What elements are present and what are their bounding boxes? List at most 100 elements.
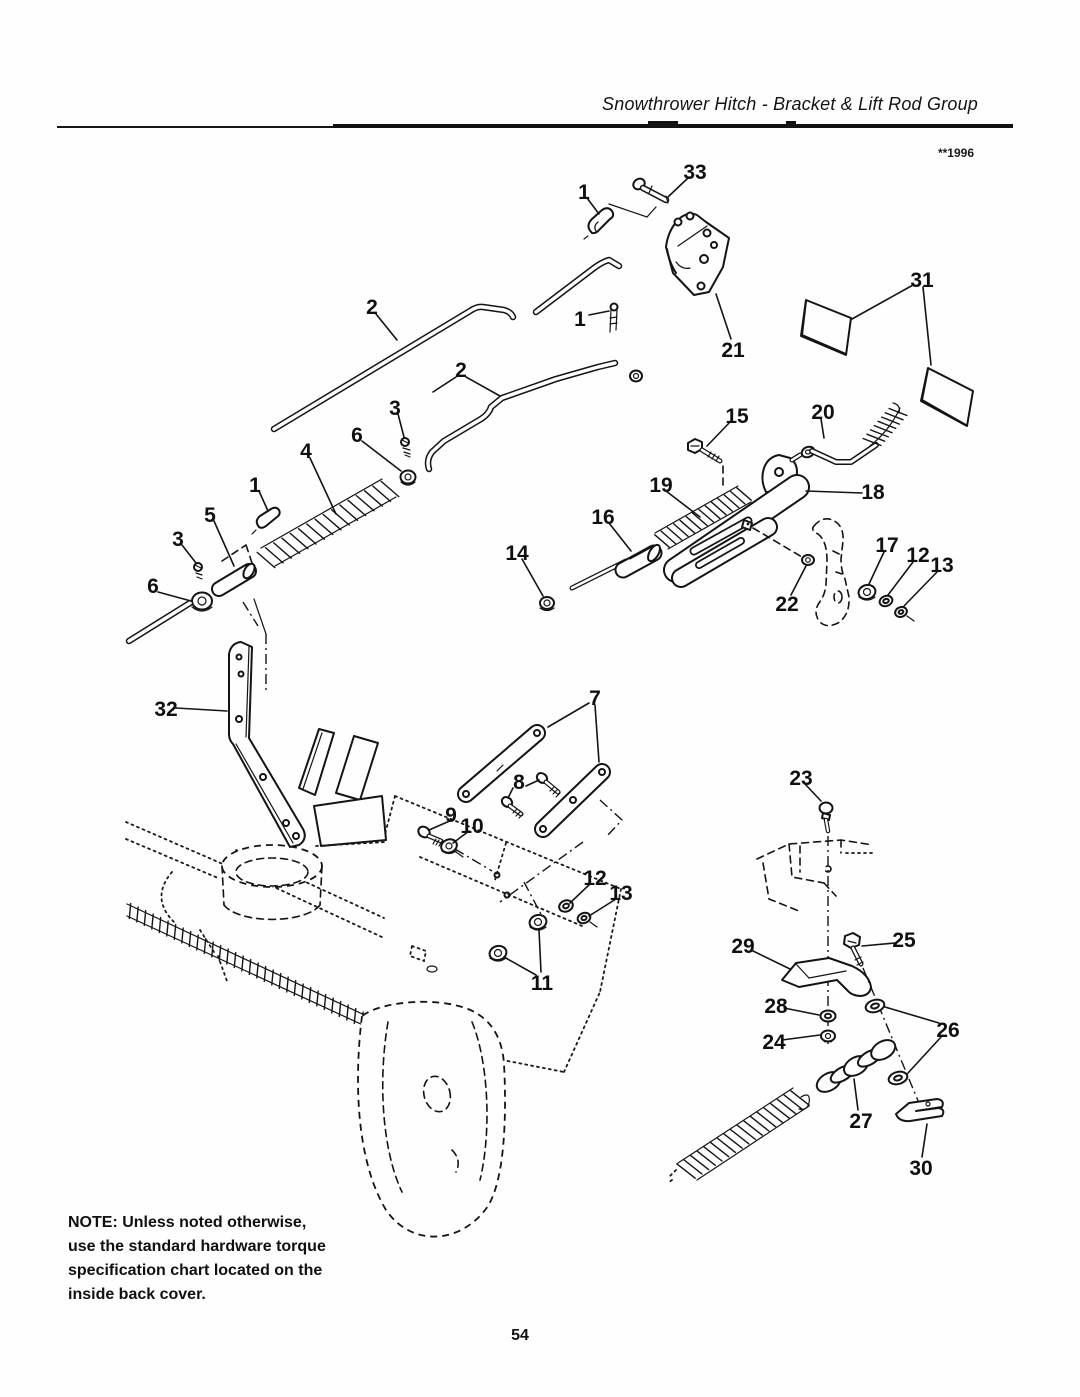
- note-line: NOTE: Unless noted otherwise,: [68, 1214, 307, 1231]
- flange-nut-11: [528, 913, 548, 931]
- callout-leader: [521, 558, 544, 597]
- compression-spring-4: [256, 478, 400, 569]
- callout-leader: [887, 561, 914, 596]
- callout-leader: [853, 1078, 859, 1111]
- spacer-tube-5: [211, 544, 257, 597]
- part-callout-6: 6: [147, 575, 159, 598]
- callout-leader: [258, 490, 269, 512]
- callout-leader: [397, 413, 405, 438]
- nut-24: [820, 1029, 836, 1043]
- part-callout-2: 2: [366, 296, 378, 319]
- callout-leader: [309, 457, 337, 515]
- callout-leader: [715, 293, 732, 340]
- callout-leader: [781, 1034, 821, 1041]
- part-callout-1: 1: [578, 181, 590, 204]
- bracket-and-links-group: [228, 598, 623, 962]
- callout-leader: [375, 313, 398, 341]
- tractor-frame-phantom: [125, 728, 622, 1238]
- callout-leader: [588, 898, 617, 917]
- part-callout-24: 24: [762, 1031, 786, 1054]
- part-callout-26: 26: [936, 1019, 959, 1042]
- callout-leader: [213, 520, 235, 567]
- flange-nut-17: [857, 583, 877, 601]
- callout-leader: [588, 310, 610, 316]
- part-callout-25: 25: [892, 929, 916, 952]
- part-callout-13: 13: [609, 882, 632, 905]
- header-rule-mark: [648, 121, 678, 124]
- header-rule-mark: [786, 121, 796, 124]
- bolt-15: [687, 438, 724, 490]
- callout-leader: [805, 490, 863, 494]
- part-callout-3: 3: [389, 397, 401, 420]
- callout-leader: [804, 783, 822, 802]
- callout-leader: [507, 787, 514, 799]
- part-callout-7: 7: [589, 687, 601, 710]
- part-callout-22: 22: [775, 593, 798, 616]
- callout-leader: [750, 949, 791, 970]
- cotter-pin-1: [609, 302, 619, 333]
- callout-leader: [783, 1007, 820, 1016]
- part-callout-3: 3: [172, 528, 184, 551]
- part-callout-13: 13: [930, 554, 953, 577]
- part-callout-9: 9: [445, 804, 457, 827]
- callout-leader: [608, 522, 632, 552]
- callout-leader: [665, 490, 701, 518]
- part-callout-32: 32: [154, 698, 177, 721]
- callout-leader: [903, 571, 938, 607]
- callout-leader: [921, 1123, 928, 1158]
- part-callout-15: 15: [725, 405, 749, 428]
- carriage-bolt-23: [818, 801, 834, 815]
- callout-leader: [922, 286, 932, 366]
- callout-leader: [538, 929, 542, 973]
- callout-leader: [861, 942, 896, 947]
- part-callout-11: 11: [531, 972, 554, 995]
- callout-leader: [181, 544, 197, 564]
- page-title: Snowthrower Hitch - Bracket & Lift Rod G…: [602, 94, 978, 114]
- part-callout-20: 20: [811, 401, 834, 424]
- part-callout-27: 27: [849, 1110, 872, 1133]
- page-number: 54: [511, 1327, 529, 1344]
- callout-leader: [569, 883, 591, 904]
- part-callout-1: 1: [574, 308, 586, 331]
- part-callout-33: 33: [683, 161, 706, 184]
- callout-leader: [667, 176, 690, 198]
- part-callout-31: 31: [910, 269, 934, 292]
- part-callout-29: 29: [731, 935, 754, 958]
- part-callout-2: 2: [455, 359, 467, 382]
- callout-leader: [452, 830, 470, 844]
- part-callout-14: 14: [505, 542, 529, 565]
- callout-leader: [586, 197, 600, 215]
- callout-leader: [465, 376, 501, 397]
- part-callout-8: 8: [513, 771, 525, 794]
- callout-leader: [868, 551, 885, 585]
- callout-leader: [503, 956, 537, 976]
- part-callout-21: 21: [721, 339, 745, 362]
- callout-leader: [594, 704, 600, 763]
- part-callout-5: 5: [204, 504, 216, 527]
- friction-plate-31: [920, 367, 974, 427]
- torque-note: NOTE: Unless noted otherwise, use the st…: [68, 1211, 326, 1307]
- hitch-bracket-21: [665, 211, 730, 296]
- hitch-plate-29: [781, 957, 872, 997]
- callout-leader: [907, 1035, 943, 1074]
- chain-link: [870, 1039, 897, 1061]
- link-strap-7: [534, 763, 611, 838]
- part-callout-16: 16: [591, 506, 614, 529]
- part-callout-12: 12: [906, 544, 929, 567]
- flange-nut-6: [191, 591, 213, 611]
- callout-leader: [428, 819, 453, 831]
- clip-pin-1: [587, 207, 615, 235]
- lift-spring: [667, 1087, 810, 1184]
- callout-leader: [884, 1006, 940, 1024]
- year-mark: **1996: [937, 146, 974, 160]
- bolt-25: [843, 932, 861, 949]
- lift-handle-rod-20: [789, 402, 908, 465]
- trunnion-16: [569, 543, 663, 591]
- link-strap-7: [457, 724, 546, 803]
- note-line: specification chart located on the: [68, 1262, 323, 1279]
- callout-leader: [851, 284, 914, 320]
- part-callout-17: 17: [875, 534, 898, 557]
- callout-leader: [525, 779, 540, 787]
